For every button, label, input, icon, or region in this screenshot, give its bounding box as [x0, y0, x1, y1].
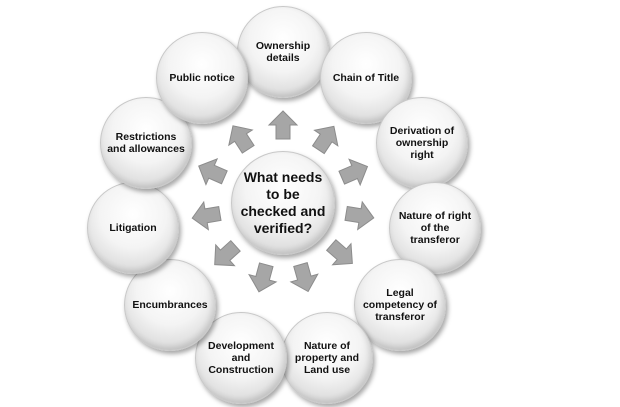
bubble-label: Chain of Title — [332, 72, 400, 84]
arrow-icon — [198, 157, 228, 186]
arrow-icon — [344, 200, 375, 231]
bubble-label: Nature of right of the transferor — [398, 210, 472, 246]
center-bubble: What needs to be checked and verified? — [231, 151, 335, 255]
bubble-label: Public notice — [169, 72, 235, 84]
bubble-item: Encumbrances — [124, 259, 216, 351]
arrow-icon — [228, 125, 255, 154]
bubble-item: Derivation of ownership right — [376, 97, 468, 189]
arrow-icon — [325, 239, 353, 266]
bubble-item: Nature of right of the transferor — [389, 182, 481, 274]
arrow-icon — [311, 125, 339, 155]
bubble-label: Encumbrances — [132, 299, 208, 311]
bubble-item: Ownership details — [237, 6, 329, 98]
bubble-label: Litigation — [109, 222, 157, 234]
bubble-item: Public notice — [156, 32, 248, 124]
bubble-label: Restrictions and allowances — [107, 131, 185, 155]
bubble-item: Restrictions and allowances — [100, 97, 192, 189]
bubble-label: Legal competency of transferor — [362, 287, 438, 323]
arrow-icon — [289, 262, 319, 293]
bubble-item: Development and Construction — [195, 312, 287, 404]
bubble-label: Derivation of ownership right — [389, 125, 455, 161]
bubble-item: Litigation — [87, 182, 179, 274]
arrow-icon — [338, 158, 369, 187]
bubble-item: Nature of property and Land use — [281, 312, 373, 404]
arrow-icon — [248, 262, 278, 293]
center-label: What needs to be checked and verified? — [240, 169, 326, 236]
bubble-item: Legal competency of transferor — [354, 259, 446, 351]
arrow-icon — [267, 110, 299, 140]
bubble-label: Ownership details — [255, 40, 311, 64]
arrow-icon — [191, 200, 222, 231]
arrow-icon — [214, 239, 241, 267]
bubble-label: Nature of property and Land use — [294, 340, 360, 376]
bubble-label: Development and Construction — [208, 340, 274, 376]
